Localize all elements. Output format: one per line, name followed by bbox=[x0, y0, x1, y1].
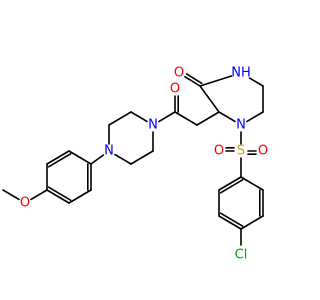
bond bbox=[2, 189, 20, 201]
bond bbox=[30, 189, 48, 201]
atom-label-n-sulfonyl: N bbox=[236, 118, 246, 133]
atom-label-o-amide: O bbox=[170, 82, 180, 97]
bond bbox=[248, 77, 264, 87]
bond bbox=[199, 75, 233, 87]
double-bond-line bbox=[47, 152, 72, 168]
bond bbox=[46, 150, 70, 165]
bond bbox=[158, 111, 176, 123]
atom-label-nh: NH bbox=[231, 66, 251, 81]
atom-label-s: S bbox=[237, 144, 245, 159]
atom-label-n-pip-amide: N bbox=[148, 118, 158, 133]
atom-label-o-s2: O bbox=[258, 144, 268, 159]
bond bbox=[240, 215, 264, 230]
atom-label-n-pip-aryl: N bbox=[104, 144, 114, 159]
atom-label-cl: Cl bbox=[235, 248, 248, 263]
bond bbox=[174, 111, 198, 126]
bond bbox=[218, 176, 242, 191]
atom-label-o-methoxy: O bbox=[20, 196, 30, 211]
bond bbox=[246, 111, 264, 123]
bond bbox=[114, 153, 132, 165]
bond bbox=[218, 111, 236, 123]
double-bond-line bbox=[47, 186, 72, 202]
bond bbox=[199, 85, 220, 113]
atom-label-o-s1: O bbox=[214, 144, 224, 159]
bond bbox=[130, 150, 154, 165]
bond bbox=[240, 176, 264, 191]
bond bbox=[68, 189, 92, 204]
double-bond-line bbox=[219, 178, 244, 194]
atom-label-o-lactam: O bbox=[174, 66, 184, 81]
bond bbox=[46, 189, 70, 204]
bond bbox=[218, 215, 242, 230]
bond bbox=[196, 111, 220, 126]
bond bbox=[184, 75, 201, 87]
bond-layer bbox=[2, 73, 264, 246]
bond bbox=[90, 154, 105, 165]
double-bond-line bbox=[219, 212, 244, 228]
bond bbox=[130, 111, 148, 123]
bond bbox=[68, 150, 92, 165]
double-bond-line bbox=[185, 73, 203, 85]
bond bbox=[108, 111, 132, 126]
